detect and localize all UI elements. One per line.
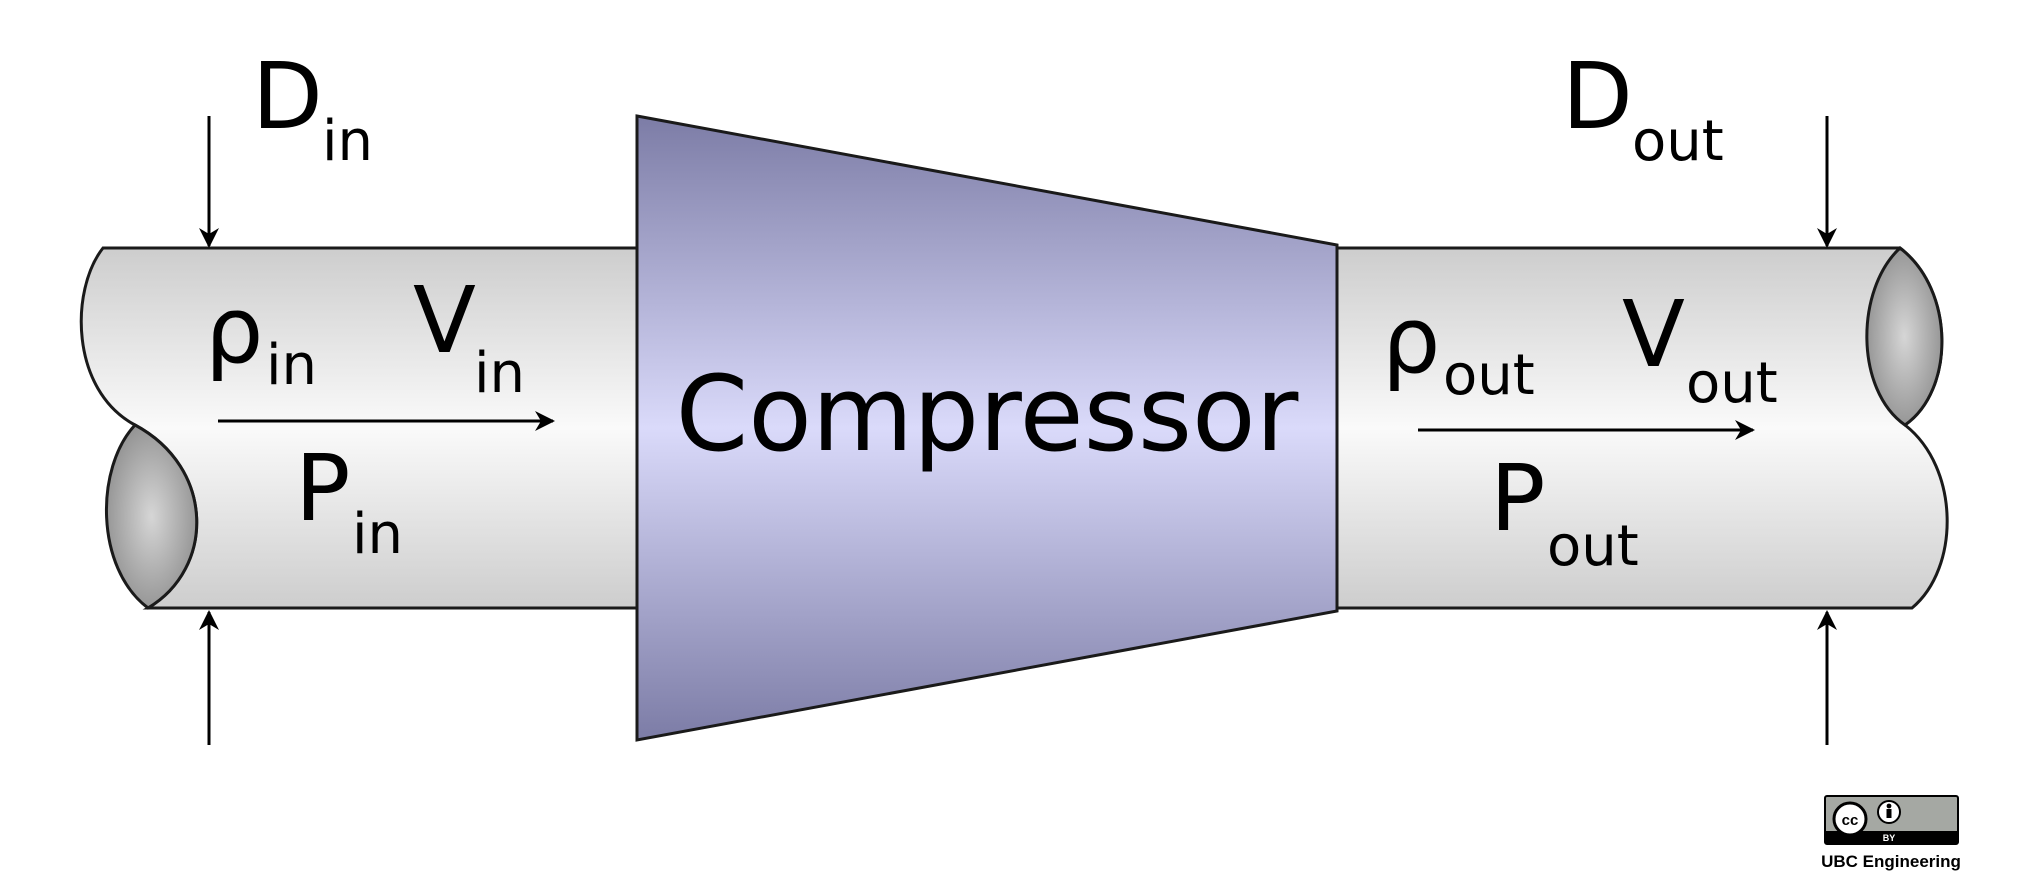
outlet-pipe [1335,246,1949,610]
outlet-diameter-label: D out [1562,43,1724,174]
outlet-diameter-symbol: D [1562,43,1633,150]
inlet-density-symbol: ρ [205,277,263,384]
inlet-pipe [79,246,639,610]
cc-icon [1832,801,1868,837]
compressor-label: Compressor [676,353,1299,475]
inlet-diameter-label: D in [252,43,373,174]
outlet-density-label: ρ out [1382,287,1535,408]
by-label: BY [1883,833,1896,843]
outlet-density-symbol: ρ [1382,287,1440,394]
inlet-pressure-symbol: P [295,435,350,542]
outlet-diameter-subscript: out [1632,109,1724,174]
cc-icon-text: cc [1842,812,1859,829]
person-icon-body [1886,809,1892,818]
inlet-pipe-cut-end [105,423,199,610]
compressor-body [635,114,1339,742]
outlet-velocity-subscript: out [1686,351,1778,416]
cc-by-license-badge: cc BY [1824,795,1959,845]
inlet-velocity-subscript: in [474,341,525,406]
outlet-velocity-symbol: V [1622,281,1685,388]
inlet-pressure-label: P in [295,435,403,567]
outlet-velocity-label: V out [1622,281,1778,416]
inlet-density-label: ρ in [205,277,317,398]
inlet-velocity-label: V in [413,267,525,406]
outlet-pressure-label: P out [1490,445,1639,579]
inlet-diameter-symbol: D [252,43,323,150]
outlet-pipe-cut-end [1865,246,1944,427]
outlet-pressure-subscript: out [1547,514,1639,579]
outlet-density-subscript: out [1443,343,1535,408]
credit-text: UBC Engineering [1821,852,1961,871]
inlet-density-subscript: in [266,333,317,398]
person-icon-head [1886,803,1892,809]
inlet-velocity-symbol: V [413,267,476,374]
outlet-pressure-symbol: P [1490,445,1545,552]
inlet-pressure-subscript: in [352,502,403,567]
inlet-diameter-subscript: in [322,109,373,174]
